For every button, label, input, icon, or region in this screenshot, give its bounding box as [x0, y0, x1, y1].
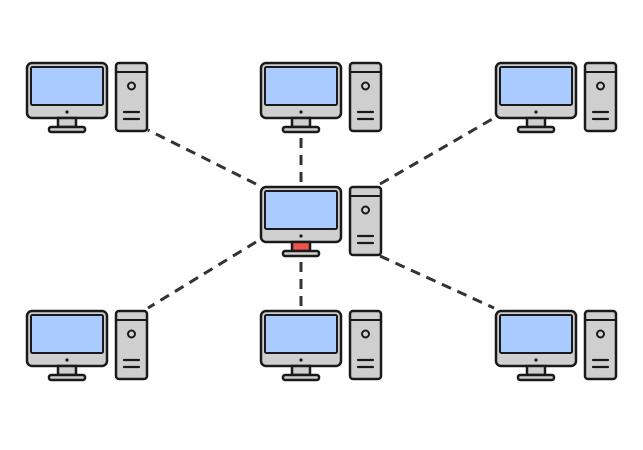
- monitor-base: [516, 125, 556, 134]
- monitor-screen: [499, 314, 573, 354]
- computer-pc-top-center[interactable]: [259, 61, 383, 134]
- tower-case: [583, 61, 618, 133]
- power-button-icon: [596, 81, 605, 91]
- tower-case: [583, 309, 618, 381]
- monitor-screen: [264, 314, 338, 354]
- network-links: [147, 116, 495, 310]
- monitor-neck: [290, 116, 312, 129]
- power-button-icon: [361, 329, 370, 339]
- power-led-icon: [299, 110, 303, 114]
- computer-pc-bottom-center[interactable]: [259, 309, 383, 382]
- monitor-neck: [290, 364, 312, 377]
- power-led-icon: [534, 358, 538, 362]
- monitor-neck: [56, 364, 78, 377]
- power-led-icon: [299, 358, 303, 362]
- computer-pc-hub[interactable]: [259, 185, 383, 258]
- tower-case: [114, 61, 149, 133]
- monitor-base: [47, 373, 87, 382]
- monitor-base: [281, 125, 321, 134]
- network-link-pc-bottom-right: [379, 254, 495, 310]
- power-button-icon: [127, 81, 136, 91]
- monitor-base: [516, 373, 556, 382]
- power-led-icon: [534, 110, 538, 114]
- power-button-icon: [127, 329, 136, 339]
- network-nodes: [25, 61, 618, 382]
- network-link-pc-bottom-left: [147, 240, 257, 310]
- computer-pc-top-left[interactable]: [25, 61, 149, 134]
- power-led-icon: [65, 358, 69, 362]
- monitor-screen: [499, 66, 573, 106]
- tower-case: [348, 185, 383, 257]
- monitor-base: [47, 125, 87, 134]
- power-button-icon: [361, 205, 370, 215]
- monitor-neck: [525, 116, 547, 129]
- computer-pc-bottom-left[interactable]: [25, 309, 149, 382]
- network-link-pc-top-right: [379, 116, 495, 186]
- tower-case: [114, 309, 149, 381]
- tower-case: [348, 61, 383, 133]
- power-button-icon: [596, 329, 605, 339]
- monitor-screen: [30, 66, 104, 106]
- monitor-neck: [525, 364, 547, 377]
- monitor-screen: [30, 314, 104, 354]
- monitor-base: [281, 373, 321, 382]
- network-link-pc-top-left: [147, 128, 257, 186]
- power-led-icon: [299, 234, 303, 238]
- monitor-screen: [264, 190, 338, 230]
- power-button-icon: [361, 81, 370, 91]
- monitor-neck: [56, 116, 78, 129]
- computer-pc-top-right[interactable]: [494, 61, 618, 134]
- computer-pc-bottom-right[interactable]: [494, 309, 618, 382]
- tower-case: [348, 309, 383, 381]
- monitor-neck: [290, 240, 312, 253]
- power-led-icon: [65, 110, 69, 114]
- monitor-screen: [264, 66, 338, 106]
- monitor-base: [281, 249, 321, 258]
